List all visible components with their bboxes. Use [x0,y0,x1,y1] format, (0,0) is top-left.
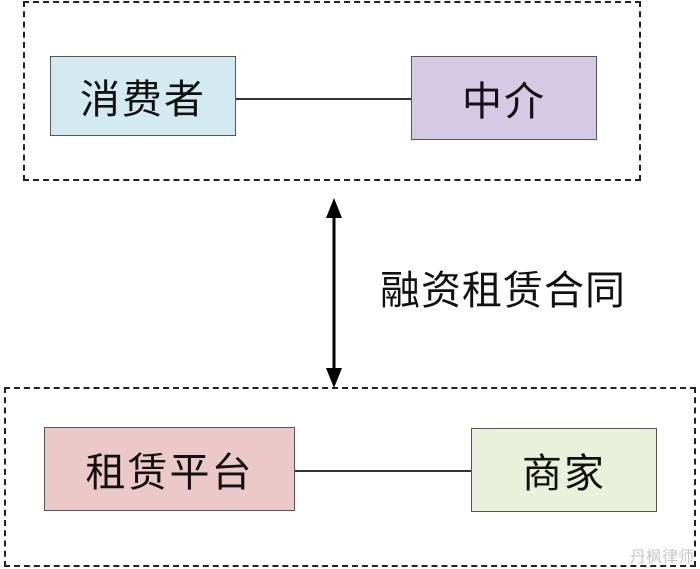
relation-label: 融资租赁合同 [380,268,626,314]
double-arrow-icon [326,198,342,388]
consumer-agent-connector [236,98,411,100]
bottom-party-group [4,387,696,567]
watermark: 丹枫律师 [629,547,694,566]
agent-node: 中介 [411,56,597,140]
platform-merchant-connector [295,470,471,472]
merchant-node: 商家 [471,428,657,512]
leasing-platform-node: 租赁平台 [44,427,295,511]
consumer-node: 消费者 [50,56,236,136]
top-party-group [23,1,641,181]
